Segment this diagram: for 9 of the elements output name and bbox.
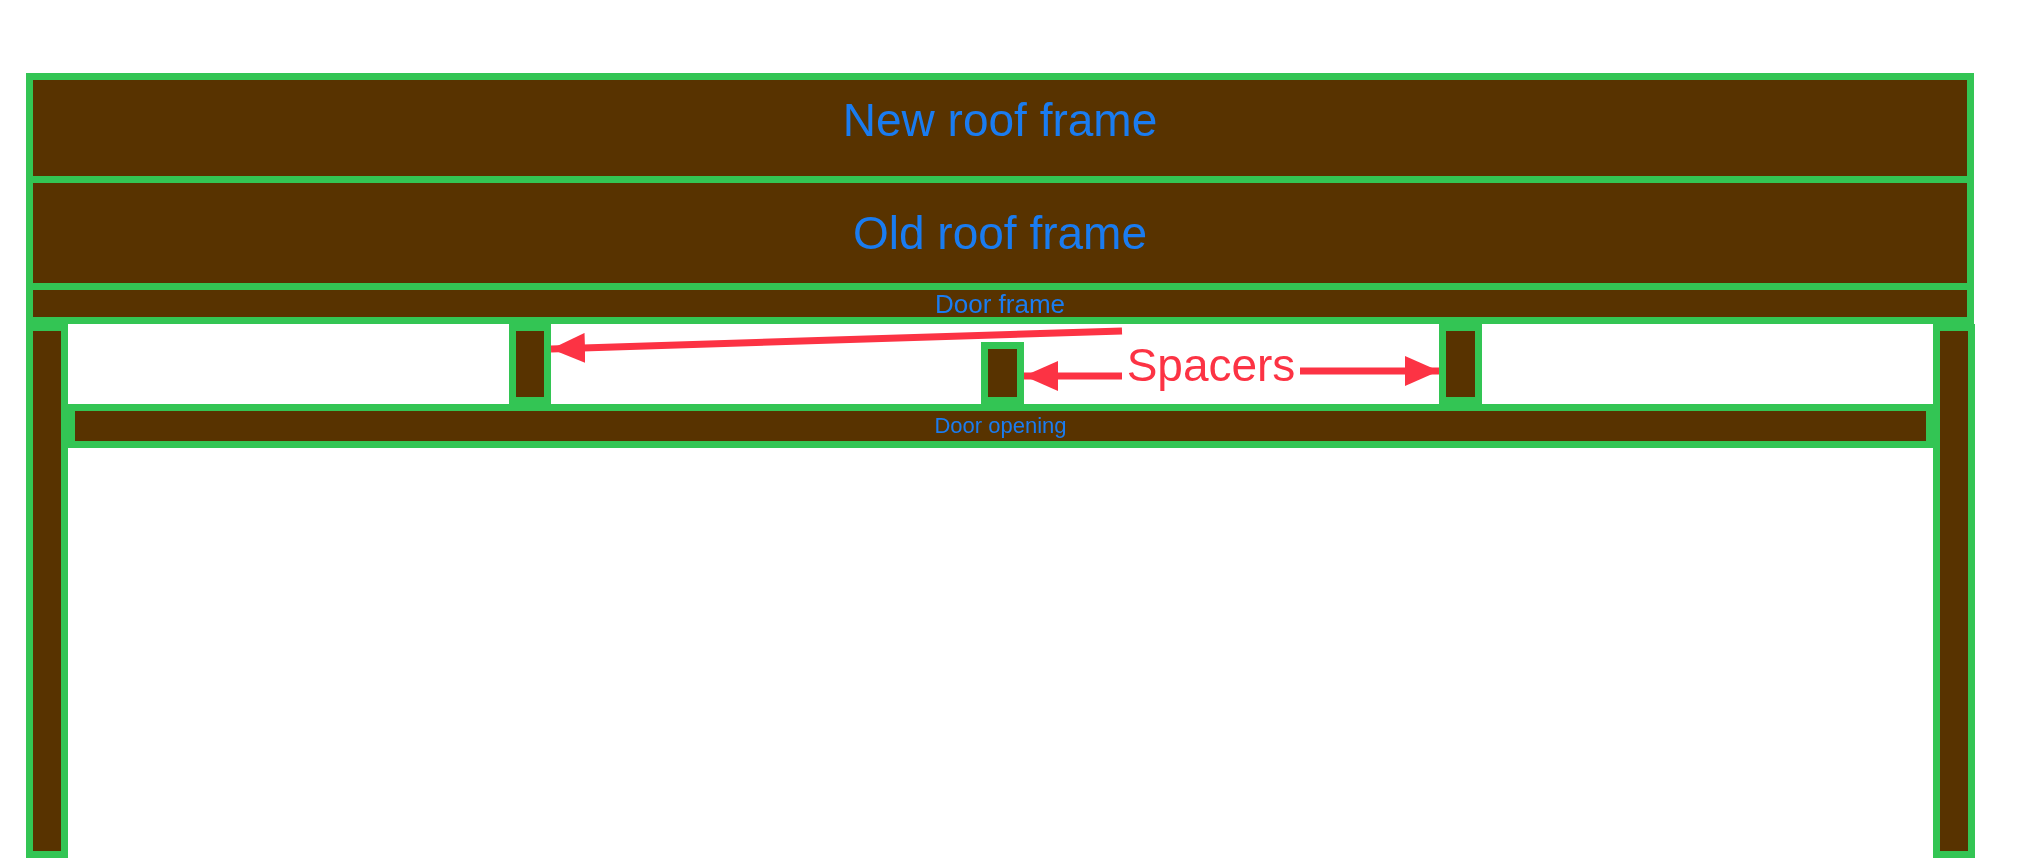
beam-label: Door opening	[934, 415, 1067, 437]
beam-label: New roof frame	[842, 97, 1158, 143]
spacer-block	[981, 342, 1024, 404]
arrow	[550, 327, 1123, 363]
wall-post	[1933, 324, 1975, 858]
beam-label: Door frame	[934, 290, 1065, 317]
callout-label: Spacers	[1122, 340, 1300, 390]
beam-label: Old roof frame	[853, 210, 1147, 256]
wall-post	[26, 324, 68, 858]
